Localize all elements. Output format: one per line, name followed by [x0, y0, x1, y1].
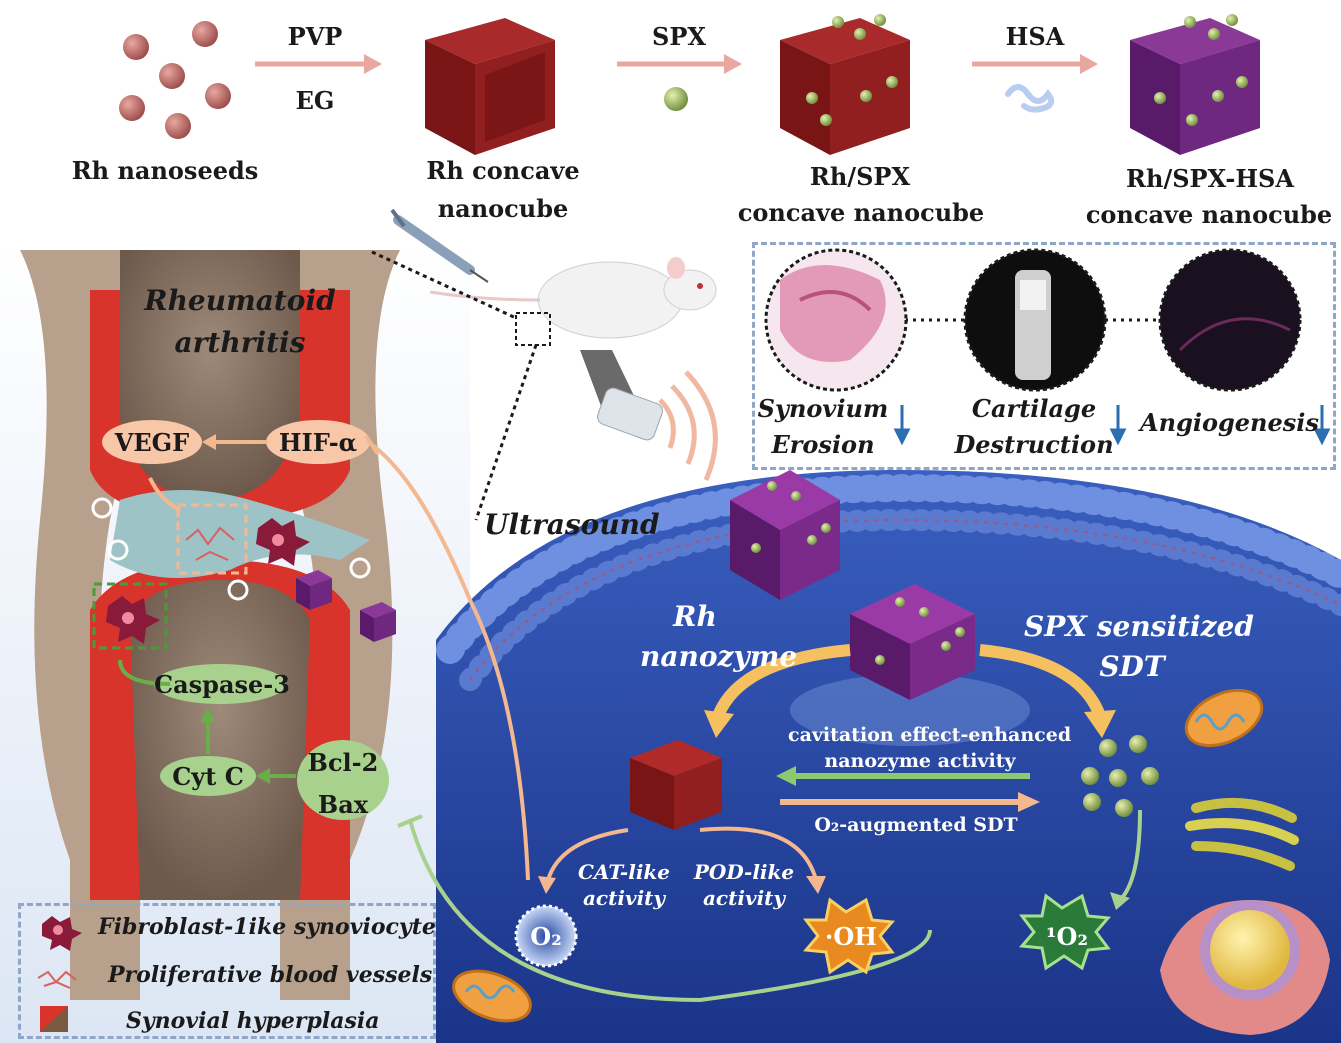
- down-arrow-icons: [893, 405, 1331, 446]
- arrow-3-icon: [972, 54, 1098, 113]
- joint-title-2: arthritis: [174, 326, 306, 359]
- oh-label: ·OH: [825, 922, 877, 951]
- ultrasound-probe-icon: [580, 350, 718, 481]
- hsa-label: HSA: [1005, 22, 1065, 51]
- rh-spx-label-2: concave nanocube: [737, 198, 985, 227]
- mouse-icon: [429, 257, 717, 339]
- cell-nanocube-1-icon: [730, 470, 840, 600]
- legend-box: [18, 903, 436, 1039]
- rh-nanoseeds-icon: [119, 21, 231, 139]
- legend-hyperplasia-label: Synovial hyperplasia: [126, 1008, 380, 1034]
- hydroxyl-burst-icon: [802, 897, 896, 975]
- rh-nanozyme-label-1: Rh: [673, 600, 717, 633]
- spx-sdt-label-2: SDT: [1099, 650, 1165, 683]
- rh-cube-icon: [425, 18, 555, 155]
- angiogenesis-label: Angiogenesis: [1140, 408, 1319, 437]
- joint-zoom-box: [515, 312, 551, 346]
- synovium-label-1: Synovium: [757, 394, 889, 423]
- nanocube-in-joint-icon: [296, 570, 396, 642]
- cell-flow-arrows: [538, 644, 1142, 910]
- synovium-label-2: Erosion: [771, 430, 875, 459]
- legend-fls-icon: [42, 916, 82, 951]
- cavitation-label-2: nanozyme activity: [824, 750, 1016, 772]
- pathway-pills: [102, 420, 389, 820]
- arrow-1-icon: [255, 54, 382, 74]
- cytc-label: Cyt C: [172, 762, 244, 791]
- cat-label-2: activity: [582, 886, 666, 910]
- eg-label: EG: [295, 86, 335, 115]
- legend-icons: [37, 916, 82, 1032]
- singlet-oxygen-burst-icon: [1018, 893, 1112, 971]
- syringe-icon: [390, 208, 489, 283]
- hif-label: HIF-α: [278, 428, 358, 457]
- rh-spx-hsa-label-1: Rh/SPX-HSA: [1126, 164, 1294, 193]
- pod-label-1: POD-like: [693, 860, 795, 884]
- caspase-label: Caspase-3: [154, 670, 290, 699]
- rh-nanozyme-label-2: nanozyme: [640, 640, 798, 673]
- cat-label-1: CAT-like: [578, 860, 670, 884]
- golgi-icon: [1185, 797, 1299, 871]
- arrow-2-icon: [617, 54, 742, 111]
- outcome-images: [764, 248, 1302, 392]
- mitochondria-icon: [452, 688, 1264, 1023]
- cartilage-label-1: Cartilage: [971, 394, 1097, 423]
- rh-spx-label-1: Rh/SPX: [809, 162, 911, 191]
- cell-nanocube-2-icon: [790, 584, 1030, 746]
- o2-bubble-icon: [514, 904, 578, 968]
- legend-fls-label: Fibroblast-1ike synoviocyte: [98, 914, 436, 940]
- singlet-o2-label: ¹O₂: [1046, 922, 1088, 951]
- spx-label: SPX: [652, 22, 706, 51]
- released-rh-cube-icon: [630, 740, 722, 830]
- vegf-label: VEGF: [114, 428, 190, 457]
- o2-label: O₂: [530, 922, 562, 951]
- bax-label: Bax: [317, 790, 369, 819]
- rh-cube-label-2: nanocube: [437, 194, 569, 223]
- cavitation-label-1: cavitation effect-enhanced: [788, 724, 1072, 746]
- cartilage-label-2: Destruction: [954, 430, 1114, 459]
- joint-title-1: Rheumatoid: [144, 284, 336, 317]
- pod-label-2: activity: [702, 886, 786, 910]
- zoom-lines: [371, 250, 538, 521]
- rh-cube-label-1: Rh concave: [426, 156, 580, 185]
- ultrasound-label: Ultrasound: [484, 508, 660, 541]
- outcomes-box: [752, 242, 1336, 470]
- pathway-arrows: [118, 434, 932, 1003]
- legend-vessels-icon: [37, 970, 77, 989]
- pvp-label: PVP: [287, 22, 343, 51]
- rh-spx-hsa-label-2: concave nanocube: [1085, 200, 1333, 229]
- joint-illustration: [20, 250, 400, 1000]
- o2-sdt-label: O₂-augmented SDT: [814, 814, 1018, 836]
- rh-spx-hsa-cube-icon: [1130, 14, 1260, 155]
- bcl2-label: Bcl-2: [307, 748, 379, 777]
- rh-spx-cube-icon: [780, 14, 910, 155]
- nucleus-icon: [1160, 900, 1330, 1035]
- synoviocyte-icon: [106, 518, 310, 644]
- spx-sdt-label-1: SPX sensitized: [1024, 610, 1254, 643]
- rh-nanoseeds-label: Rh nanoseeds: [71, 156, 259, 185]
- legend-vessels-label: Proliferative blood vessels: [108, 962, 433, 988]
- released-spx-icon: [1081, 735, 1159, 817]
